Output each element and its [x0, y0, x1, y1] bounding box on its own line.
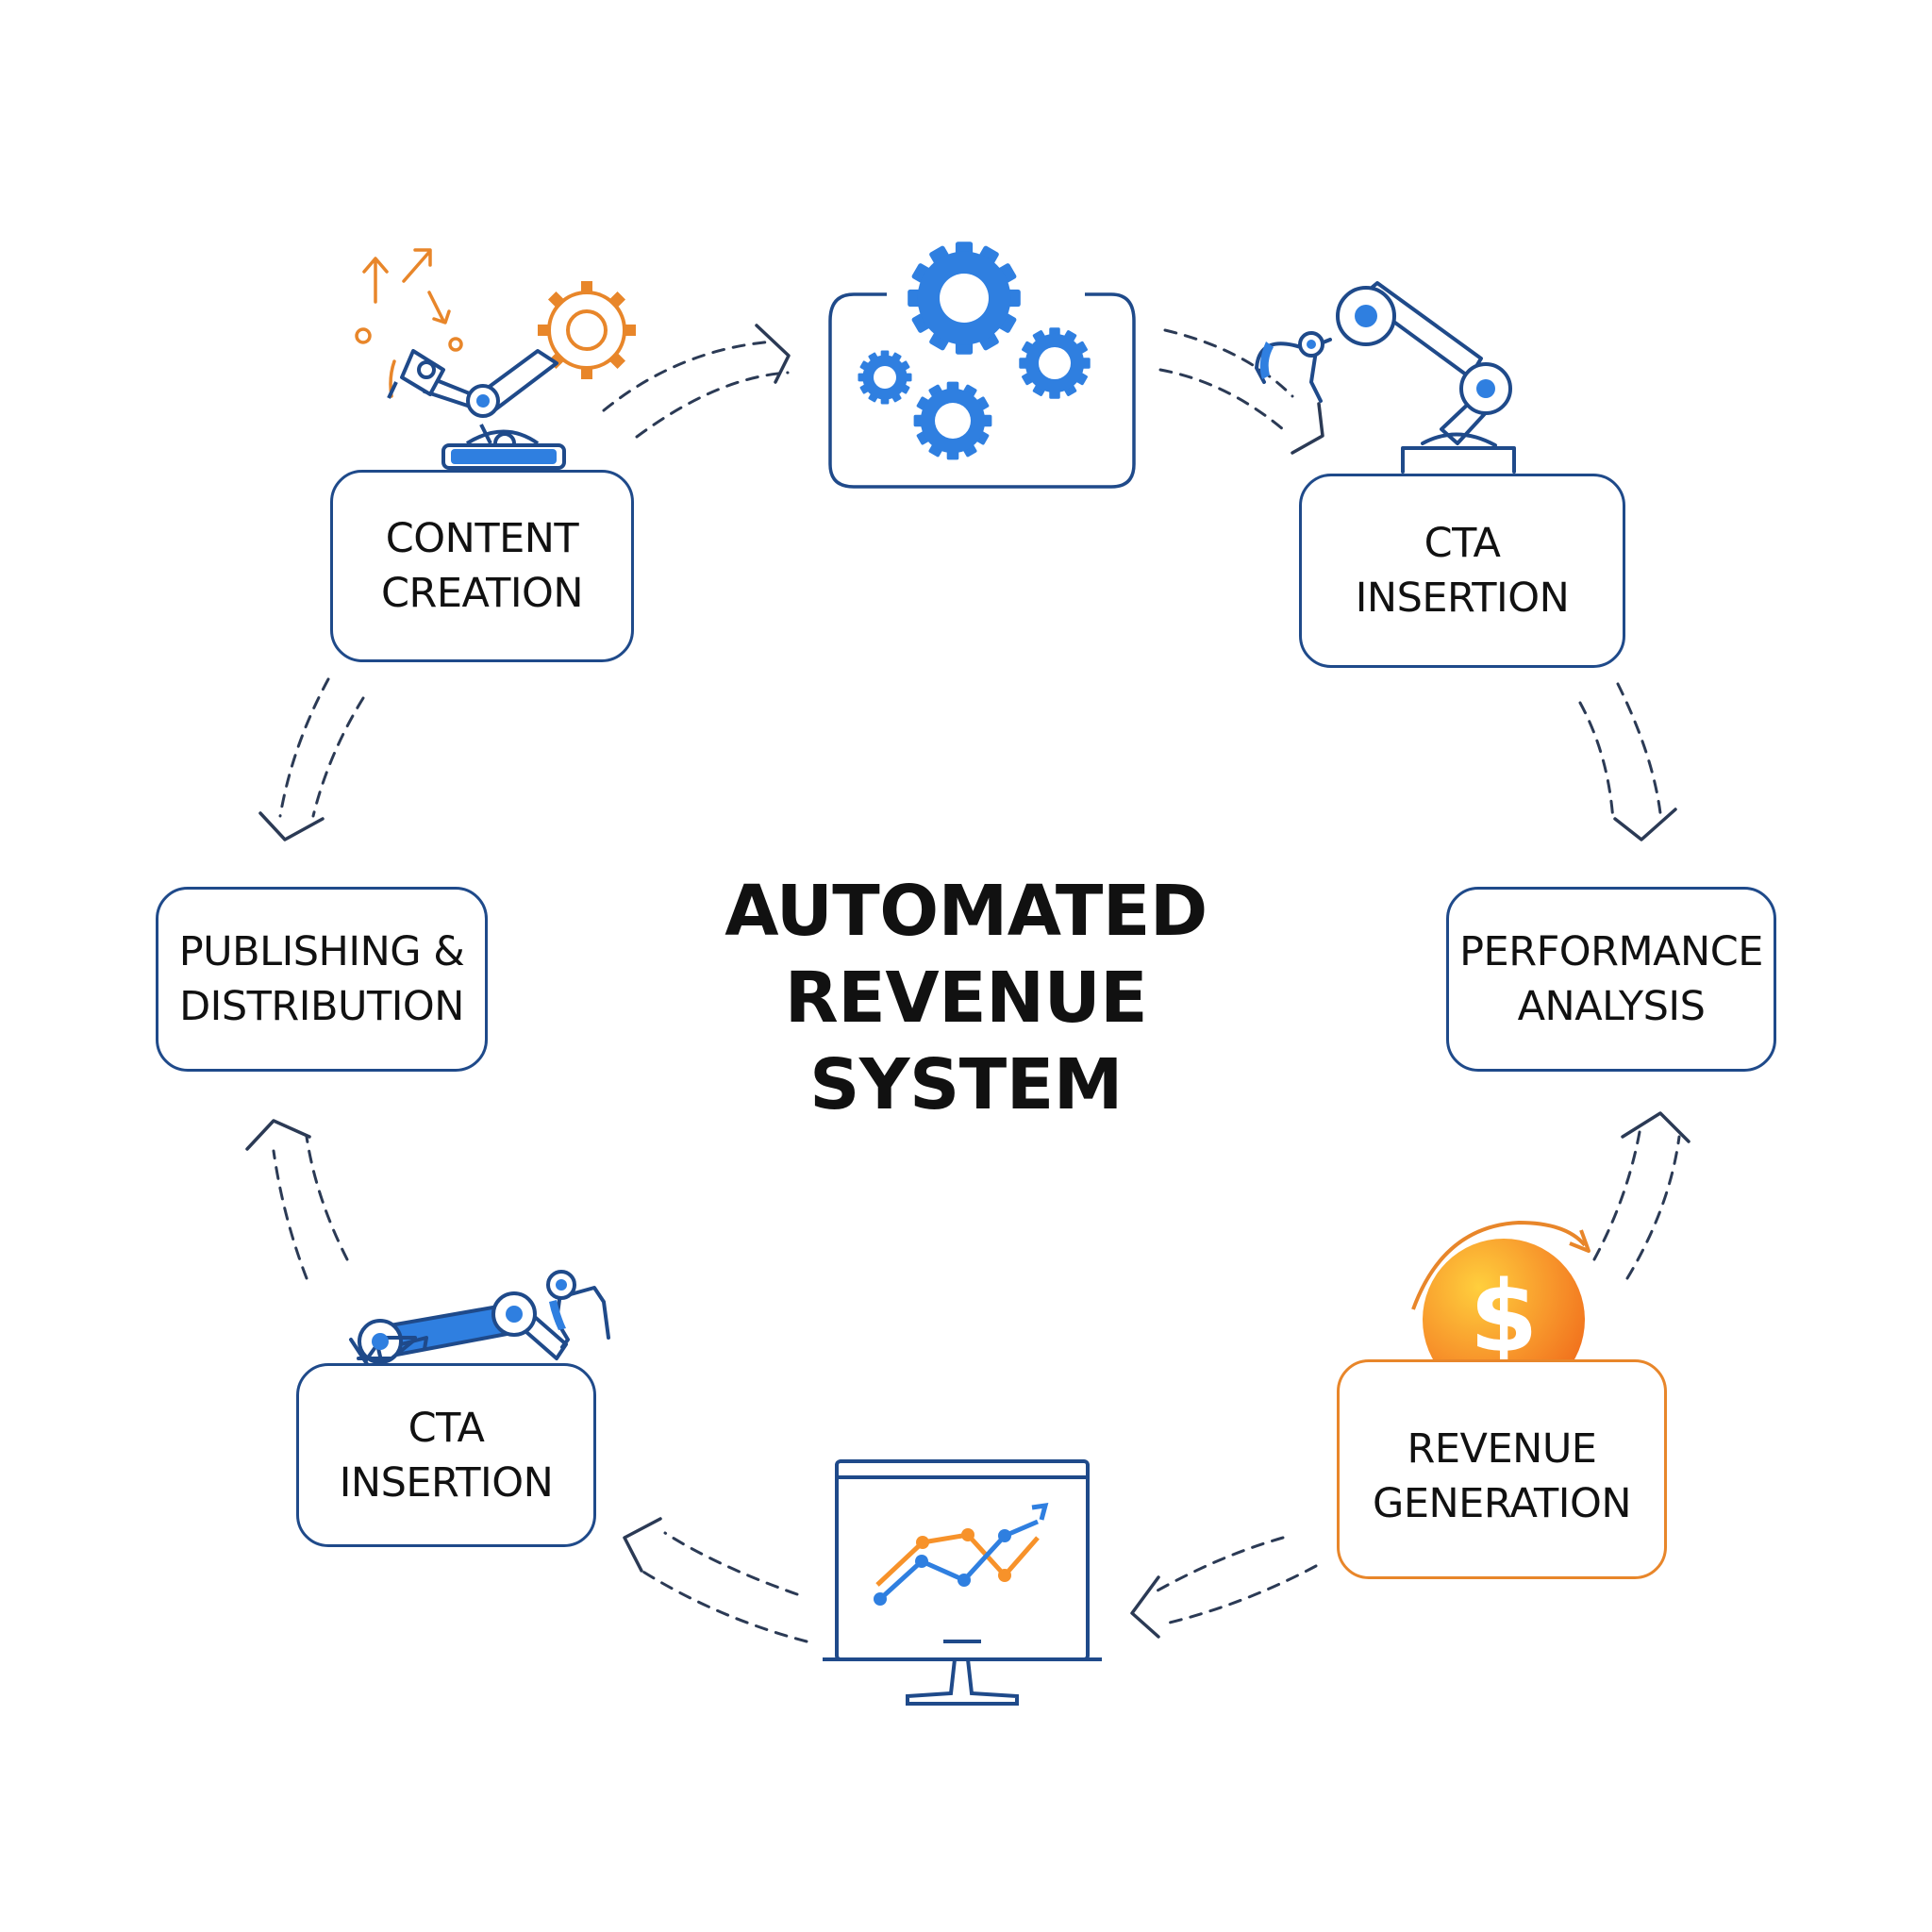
flow-arrow-3b — [1616, 682, 1662, 815]
robot-arm-icon — [1255, 281, 1516, 474]
stage-publishing-distribution: PUBLISHING & DISTRIBUTION — [156, 887, 488, 1072]
flow-arrow-1 — [602, 340, 775, 412]
stage-label-revenue-generation: REVENUE GENERATION — [1373, 1425, 1632, 1527]
stage-label-content-creation: CONTENT CREATION — [380, 515, 584, 617]
flow-arrow-6 — [663, 1531, 799, 1596]
monitor-chart-icon — [823, 1459, 1102, 1706]
stage-label-cta-insertion-bottom: CTA INSERTION — [339, 1404, 554, 1507]
arrow-head-1 — [755, 324, 791, 384]
stage-performance-analysis: PERFORMANCE ANALYSIS — [1446, 887, 1776, 1072]
arrow-head-6 — [623, 1517, 662, 1573]
arrow-head-7 — [245, 1119, 311, 1151]
flow-arrow-1b — [635, 371, 790, 439]
arrow-head-2 — [1291, 402, 1324, 455]
arrow-head-8 — [258, 811, 325, 841]
flow-arrow-7 — [272, 1149, 308, 1280]
stage-label-performance-analysis: PERFORMANCE ANALYSIS — [1459, 928, 1763, 1030]
stage-label-cta-insertion-top: CTA INSERTION — [1355, 520, 1570, 622]
flow-arrow-2b — [1158, 368, 1285, 431]
arrow-head-3 — [1613, 808, 1677, 841]
diagram-title: AUTOMATED REVENUE SYSTEM — [724, 871, 1208, 1125]
flow-arrow-8 — [278, 677, 330, 818]
stage-content-creation: CONTENT CREATION — [330, 470, 634, 662]
arrow-head-4 — [1621, 1111, 1690, 1143]
stage-cta-insertion-bottom: CTA INSERTION — [296, 1363, 596, 1547]
flow-arrow-6b — [640, 1569, 808, 1643]
arrow-head-5 — [1130, 1575, 1160, 1639]
stage-label-publishing-distribution: PUBLISHING & DISTRIBUTION — [178, 928, 465, 1030]
svg-text:$: $ — [1470, 1259, 1538, 1374]
gears-icon — [828, 242, 1136, 489]
flow-arrow-5 — [1149, 1536, 1285, 1596]
robot-arm-gear-icon — [355, 248, 636, 470]
flow-arrow-5b — [1168, 1564, 1318, 1624]
flow-arrow-4 — [1592, 1130, 1641, 1261]
flow-arrow-8b — [311, 696, 365, 818]
flow-arrow-3 — [1578, 701, 1615, 823]
flow-arrow-7b — [305, 1135, 349, 1261]
stage-revenue-generation: REVENUE GENERATION — [1337, 1359, 1667, 1579]
flow-arrow-2 — [1163, 328, 1294, 398]
stage-cta-insertion-top: CTA INSERTION — [1299, 474, 1625, 668]
flow-arrow-4b — [1625, 1135, 1681, 1280]
